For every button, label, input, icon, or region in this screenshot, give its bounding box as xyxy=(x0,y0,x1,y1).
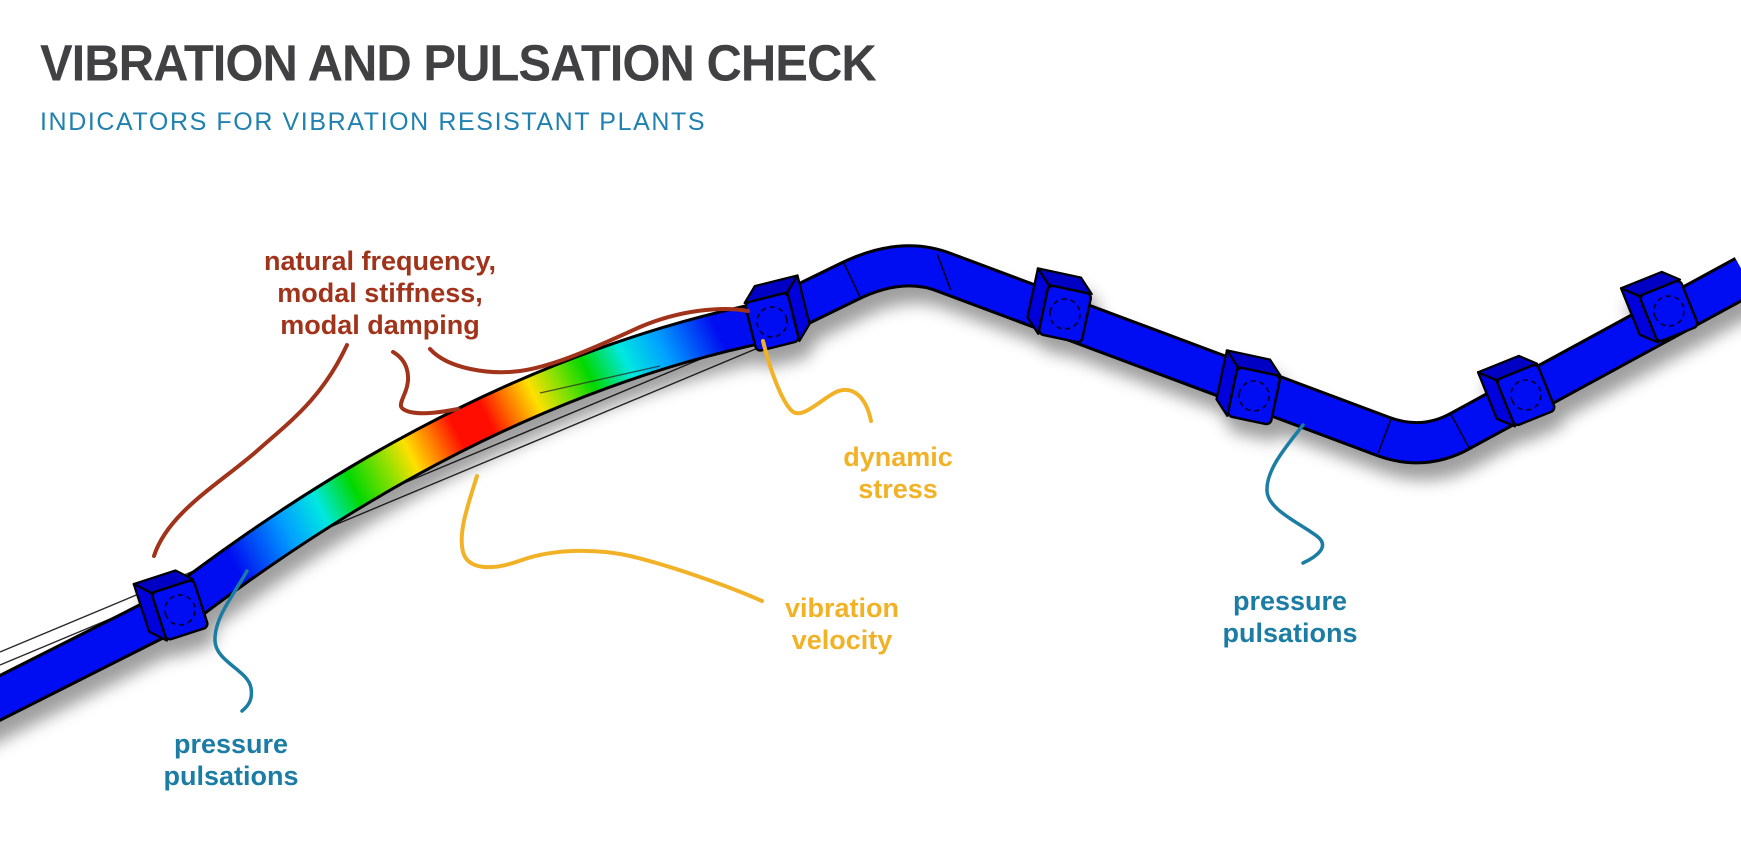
vibration-mode-shape xyxy=(168,303,770,622)
label-pressure-pulsations-right: pressure pulsations xyxy=(1222,586,1358,648)
label-modal-properties: natural frequency, modal stiffness, moda… xyxy=(263,246,497,340)
leader-dynamic-stress xyxy=(761,339,873,423)
leader-modal-properties-left xyxy=(152,343,349,558)
leader-modal-properties-right xyxy=(428,306,750,375)
elbow-seams xyxy=(843,253,1470,454)
leader-pressure-pulsations-right xyxy=(1265,423,1325,565)
undeformed-pipe-reference xyxy=(0,329,771,666)
leader-modal-properties-mid xyxy=(391,350,460,416)
pipe-support xyxy=(1023,267,1096,345)
label-dynamic-stress: dynamic stress xyxy=(843,442,953,504)
label-pressure-pulsations-left: pressure pulsations xyxy=(163,729,299,791)
leader-pressure-pulsations-left xyxy=(213,569,254,713)
pipe-support xyxy=(1212,349,1285,427)
leader-vibration-velocity xyxy=(459,474,764,603)
leader-lines xyxy=(152,306,1325,713)
label-vibration-velocity: vibration velocity xyxy=(784,593,900,655)
page-subtitle: INDICATORS FOR VIBRATION RESISTANT PLANT… xyxy=(40,108,707,136)
pipe-run xyxy=(0,244,1741,722)
page-title: VIBRATION AND PULSATION CHECK xyxy=(40,36,877,93)
